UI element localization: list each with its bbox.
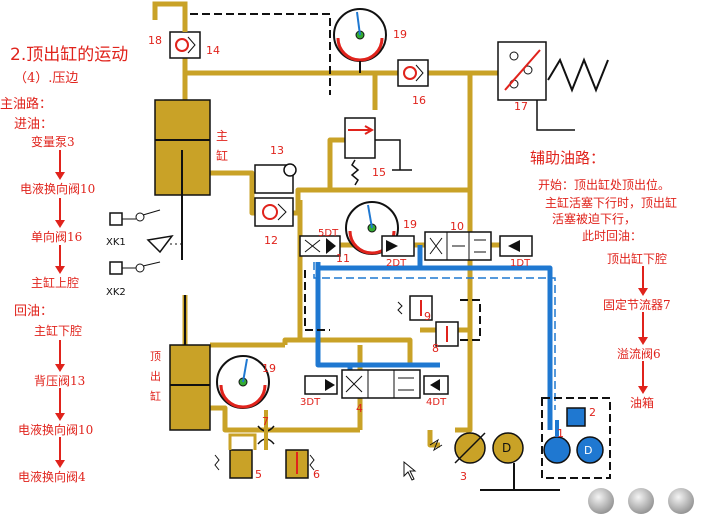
component-number: 3 <box>460 470 467 483</box>
component-number: 13 <box>270 144 284 157</box>
return-step-1: 主缸下腔 <box>34 324 83 338</box>
main-cylinder-label-1: 主 <box>216 129 228 143</box>
aux-start-line: 开始：顶出缸处顶出位。 <box>538 178 671 192</box>
directional-valve-4 <box>304 369 449 399</box>
limit-switch-xk1 <box>109 209 161 226</box>
flow-arrow-head <box>55 220 65 228</box>
solenoid-2dt-label: 2DT <box>386 258 407 269</box>
section-title: 2.顶出缸的运动 <box>10 45 129 65</box>
inlet-step-3: 单向阀16 <box>31 230 83 244</box>
aux-flow-step-4: 油箱 <box>630 396 655 410</box>
component-number: 1 <box>557 427 564 440</box>
nav-previous-button[interactable] <box>588 488 614 514</box>
pressure-gauge <box>333 8 387 73</box>
flow-arrow-head <box>55 364 65 372</box>
drain-lines <box>190 13 611 479</box>
inlet-heading: 进油： <box>14 117 54 132</box>
solenoid-valve-2dt <box>381 235 415 257</box>
relief-valve-5 <box>214 433 257 479</box>
aux-oil-heading: 辅助油路： <box>530 149 606 167</box>
component-number: 19 <box>262 362 276 375</box>
component-number: 8 <box>432 342 439 355</box>
component-number: 17 <box>514 100 528 113</box>
check-valve-16 <box>397 59 429 87</box>
component-number: 14 <box>206 44 220 57</box>
solenoid-valve-11 <box>299 235 341 257</box>
flow-arrow-head <box>55 460 65 468</box>
inlet-step-4: 主缸上腔 <box>31 276 80 290</box>
variable-pump-3 <box>429 432 560 491</box>
solenoid-4dt-label: 4DT <box>426 397 447 408</box>
flow-arrow-head <box>55 172 65 180</box>
back-pressure-valve-13 <box>254 163 297 194</box>
component-number: 2 <box>589 406 596 419</box>
component-number: 12 <box>264 234 278 247</box>
component-number: 6 <box>313 468 320 481</box>
component-number: 18 <box>148 34 162 47</box>
pilot-lines <box>313 262 556 410</box>
section-subtitle: （4）.压边 <box>14 71 79 86</box>
pressure-gauge <box>216 355 270 409</box>
component-number: 11 <box>336 252 350 265</box>
component-number: 15 <box>372 166 386 179</box>
check-valve-14 <box>152 1 201 59</box>
throttle-7 <box>257 410 275 450</box>
valve-8 <box>435 321 459 347</box>
ejector-label-3: 缸 <box>150 389 161 403</box>
ejector-label-1: 顶 <box>150 350 161 363</box>
flow-arrow-head <box>55 266 65 274</box>
valve-17 <box>497 41 609 131</box>
check-valve-12 <box>254 197 294 227</box>
aux-desc-line-3: 此时回油： <box>582 229 643 243</box>
valve-15 <box>344 117 412 186</box>
main-cylinder <box>154 99 211 260</box>
aux-desc-line-2: 活塞被迫下行， <box>552 212 637 226</box>
aux-desc-line-1: 主缸活塞下行时，顶出缸 <box>545 196 678 210</box>
solenoid-3dt-label: 3DT <box>300 397 321 408</box>
ejector-label-2: 出 <box>150 369 161 383</box>
ejector-cylinder <box>169 295 211 431</box>
valve-9 <box>397 295 433 321</box>
relief-valve-6 <box>285 449 315 479</box>
aux-flow-step-1: 顶出缸下腔 <box>607 252 668 266</box>
solenoid-1dt-label: 1DT <box>510 258 531 269</box>
component-number: 19 <box>403 218 417 231</box>
solenoid-valve-1dt <box>499 235 533 257</box>
nav-home-button[interactable] <box>628 488 654 514</box>
aux-pump-1 <box>543 407 604 464</box>
return-step-2: 背压阀13 <box>34 374 86 388</box>
aux-flow-step-3: 溢流阀6 <box>617 347 661 361</box>
component-number: 5 <box>255 468 262 481</box>
main-oil-heading: 主油路： <box>0 97 53 112</box>
nav-next-button[interactable] <box>668 488 694 514</box>
xk1-label: XK1 <box>106 237 126 248</box>
cam-block <box>146 234 174 254</box>
return-step-4: 电液换向阀4 <box>18 470 86 484</box>
solenoid-5dt-label: 5DT <box>318 228 339 239</box>
return-heading: 回油： <box>14 304 54 319</box>
aux-motor-symbol: D <box>584 444 592 457</box>
inlet-step-2: 电液换向阀10 <box>20 182 96 196</box>
limit-switch-xk2 <box>109 261 161 275</box>
directional-valve-10 <box>424 231 492 261</box>
component-number: 4 <box>356 402 363 415</box>
flow-arrow-head <box>55 413 65 421</box>
component-number: 9 <box>424 310 431 323</box>
motor-symbol: D <box>502 441 511 455</box>
xk2-label: XK2 <box>106 287 126 298</box>
component-number: 16 <box>412 94 426 107</box>
main-cylinder-label-2: 缸 <box>216 148 228 163</box>
return-step-3: 电液换向阀10 <box>18 423 94 437</box>
mouse-cursor-icon <box>403 460 417 481</box>
component-number: 19 <box>393 28 407 41</box>
component-number: 7 <box>262 415 269 428</box>
aux-flow-step-2: 固定节流器7 <box>603 298 671 312</box>
inlet-step-1: 变量泵3 <box>31 135 75 149</box>
component-number: 10 <box>450 220 464 233</box>
